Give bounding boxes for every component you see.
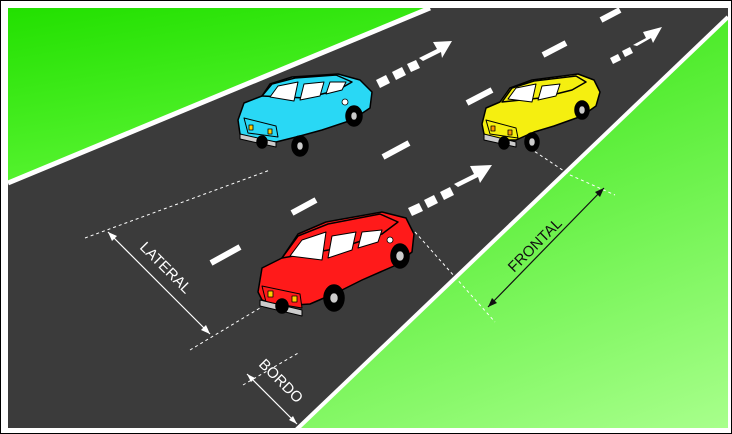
- reference-lines: [84, 144, 616, 386]
- road-edge-left: [7, 5, 431, 186]
- road-edge-right: [294, 15, 730, 432]
- lane-markings: [209, 7, 622, 266]
- direction-arrow-icon: [408, 165, 492, 216]
- car-icon: [257, 211, 415, 317]
- direction-arrow-icon: [610, 27, 662, 64]
- direction-arrow-icon: [376, 41, 452, 88]
- car-icon: [237, 73, 373, 157]
- car-icon: [481, 73, 601, 152]
